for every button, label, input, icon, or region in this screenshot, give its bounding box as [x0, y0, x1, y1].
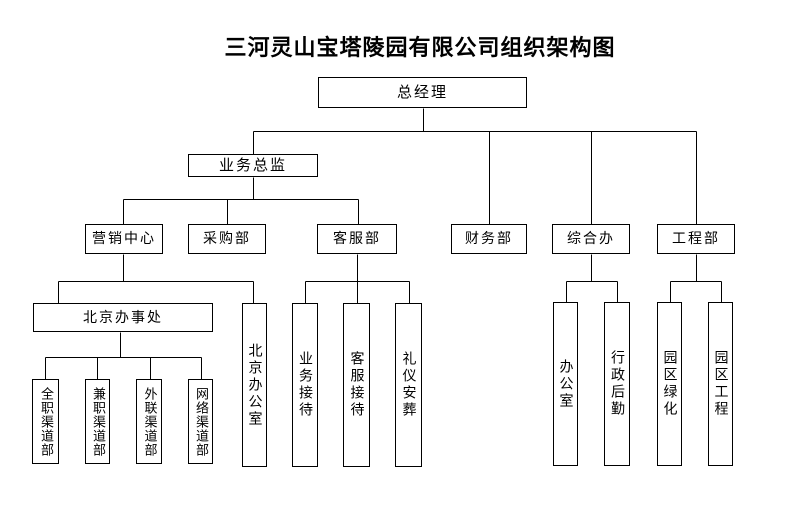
node-finance-dept-label: 财务部 [465, 231, 513, 247]
node-engineering-dept: 工程部 [657, 224, 735, 254]
node-customer-reception-label: 客服接待 [348, 351, 365, 419]
node-beijing-branch-office-label: 北京办事处 [83, 309, 163, 326]
node-procurement-dept: 采购部 [188, 224, 266, 254]
node-customer-service-dept-label: 客服部 [333, 231, 381, 247]
node-beijing-office: 北京办公室 [242, 303, 267, 467]
node-business-director: 业务总监 [188, 154, 318, 177]
node-business-reception-label: 业务接待 [297, 351, 313, 419]
node-general-manager: 总经理 [318, 77, 527, 108]
node-finance-dept: 财务部 [451, 224, 527, 254]
node-general-manager-label: 总经理 [396, 83, 448, 101]
chart-title: 三河灵山宝塔陵园有限公司组织架构图 [224, 36, 616, 61]
node-fulltime-channel-dept-label: 全职渠道部 [38, 386, 53, 457]
node-beijing-branch-office: 北京办事处 [33, 303, 213, 332]
node-parttime-channel-dept-label: 兼职渠道部 [90, 386, 105, 457]
node-engineering-dept-label: 工程部 [672, 231, 720, 247]
node-customer-service-dept: 客服部 [317, 224, 397, 254]
node-outreach-channel-dept: 外联渠道部 [136, 379, 162, 464]
node-marketing-center-label: 营销中心 [92, 231, 156, 247]
node-general-affairs-office: 综合办 [552, 224, 630, 254]
node-business-director-label: 业务总监 [218, 156, 287, 174]
node-outreach-channel-dept-label: 外联渠道部 [141, 386, 157, 457]
node-ceremonial-burial-label: 礼仪安葬 [400, 351, 417, 419]
node-office-label: 办公室 [557, 358, 574, 410]
node-marketing-center: 营销中心 [85, 224, 163, 254]
node-park-greening: 园区绿化 [657, 302, 682, 466]
node-business-reception: 业务接待 [292, 303, 318, 467]
node-network-channel-dept-label: 网络渠道部 [193, 386, 208, 457]
node-admin-logistics-label: 行政后勤 [609, 350, 625, 418]
node-fulltime-channel-dept: 全职渠道部 [32, 379, 59, 464]
node-office: 办公室 [553, 302, 578, 466]
node-parttime-channel-dept: 兼职渠道部 [85, 379, 110, 464]
node-beijing-office-label: 北京办公室 [246, 342, 263, 428]
node-admin-logistics: 行政后勤 [604, 302, 630, 466]
node-customer-reception: 客服接待 [343, 303, 370, 467]
node-park-engineering: 园区工程 [708, 302, 733, 466]
node-general-affairs-office-label: 综合办 [567, 231, 615, 247]
node-ceremonial-burial: 礼仪安葬 [395, 303, 422, 467]
node-park-engineering-label: 园区工程 [712, 350, 729, 418]
node-procurement-dept-label: 采购部 [203, 231, 251, 247]
node-park-greening-label: 园区绿化 [661, 350, 678, 418]
node-network-channel-dept: 网络渠道部 [188, 379, 213, 464]
